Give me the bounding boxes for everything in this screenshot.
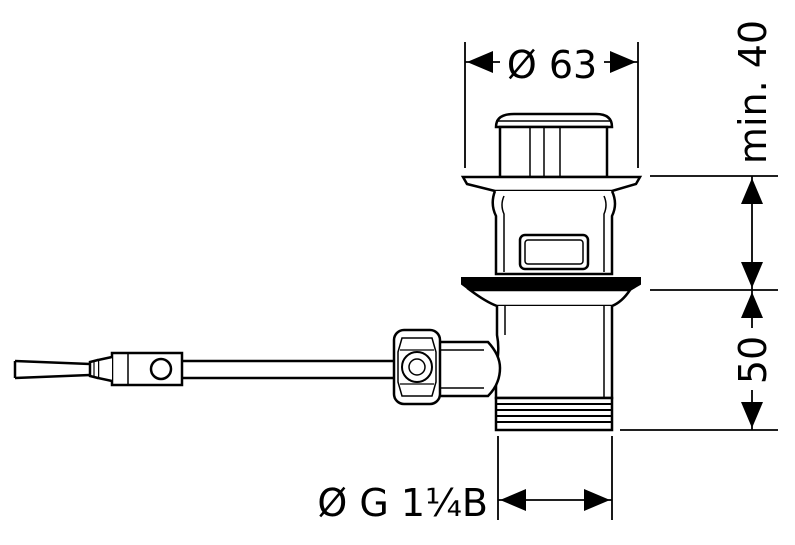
dimension-body-height: 50	[620, 290, 778, 431]
stopper-cap	[494, 112, 614, 179]
control-rod	[13, 351, 395, 387]
lower-flange	[461, 277, 641, 308]
dimension-top-diameter: Ø 63	[464, 42, 639, 168]
lower-body	[494, 306, 614, 400]
top-diameter-label: Ø 63	[507, 43, 597, 87]
upper-body	[491, 190, 617, 276]
overflow-window	[518, 233, 590, 271]
dimension-thread: Ø G 1¼B	[317, 436, 613, 525]
side-outlet	[436, 340, 502, 398]
min-height-label: min. 40	[731, 20, 775, 164]
coupling-nut	[392, 328, 442, 406]
thread-label: Ø G 1¼B	[317, 481, 488, 525]
body-height-label: 50	[731, 336, 775, 384]
threaded-section	[494, 396, 614, 432]
dimension-min-height: min. 40	[650, 20, 778, 291]
upper-flange	[460, 175, 643, 193]
